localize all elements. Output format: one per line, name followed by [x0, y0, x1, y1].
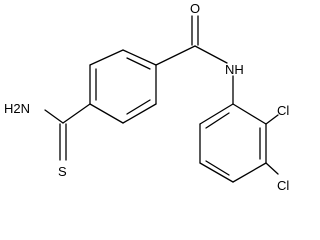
benzene-ring-2 [199, 103, 267, 183]
amide-group [155, 15, 228, 66]
ring1-bond-3 [122, 103, 157, 124]
h2n-label: H2N [4, 101, 30, 116]
ring1-bond-6 [89, 49, 124, 66]
cl2-bond [265, 162, 279, 175]
benzene-ring-1 [89, 49, 157, 124]
ring2-bond-4 [199, 162, 234, 183]
carbonyl-to-n-bond [194, 45, 228, 64]
sulfur-label: S [58, 164, 67, 179]
thioamide-group [44, 103, 91, 161]
ring-to-thiocarbon-bond [62, 103, 91, 124]
chlorine-label-2: Cl [277, 178, 289, 193]
ring2-bond-3 [232, 162, 267, 183]
ring2-double-2 [205, 160, 230, 176]
molecule-structure: O NH H2N S Cl Cl [4, 1, 289, 193]
ring1-bond-1 [122, 49, 157, 66]
oxygen-label: O [190, 1, 200, 16]
ring1-double-2 [126, 99, 151, 115]
chlorine-label-1: Cl [277, 103, 289, 118]
cl1-bond [265, 114, 279, 125]
ring1-bond-4 [89, 103, 124, 124]
thiocarbon-to-nh2-bond [44, 109, 64, 124]
nh-label: NH [225, 62, 244, 77]
ring1-double-1 [126, 57, 151, 70]
ring2-bond-6 [199, 103, 234, 125]
h2n-text: H2N [4, 101, 30, 116]
structure-canvas: O NH H2N S Cl Cl [4, 1, 289, 193]
ring2-bond-1 [232, 103, 267, 125]
ring2-double-3 [205, 112, 230, 129]
ring-to-carbonyl-bond [155, 45, 196, 66]
